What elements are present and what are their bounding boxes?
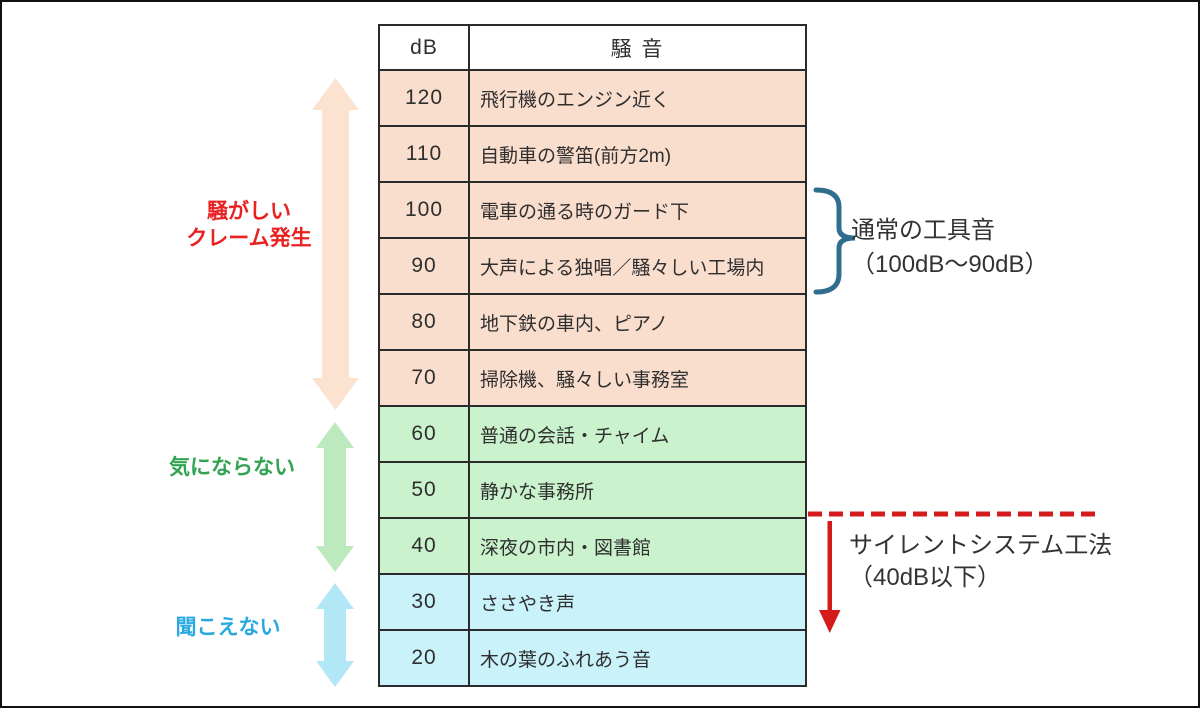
table-row-100: 100 電車の通る時のガード下 — [380, 181, 805, 237]
table-header-row: dB 騒 音 — [380, 26, 805, 69]
label-noisy-line1: 騒がしい — [207, 200, 291, 223]
silent-system-annotation: サイレントシステム工法 （40dB以下） — [849, 530, 1112, 594]
row-db: 70 — [380, 351, 470, 405]
brace-icon — [813, 187, 856, 295]
row-db: 90 — [380, 239, 470, 293]
row-label: 掃除機、騒々しい事務室 — [480, 369, 690, 391]
tool-sound-line2: （100dB～90dB） — [851, 251, 1049, 278]
header-noise: 騒 音 — [610, 37, 665, 61]
label-not-bothersome: 気にならない — [169, 456, 295, 479]
row-label: 木の葉のふれあう音 — [480, 649, 652, 671]
row-db: 50 — [380, 463, 470, 517]
row-db: 110 — [380, 127, 470, 181]
threshold-dashed-line — [808, 511, 1102, 517]
row-db: 120 — [380, 71, 470, 125]
silent-system-line1: サイレントシステム工法 — [849, 532, 1113, 559]
moderate-range-arrow-icon — [316, 422, 354, 572]
table-row-30: 30 ささやき声 — [380, 573, 805, 629]
down-arrow-icon — [819, 521, 841, 633]
table-row-80: 80 地下鉄の車内、ピアノ — [380, 293, 805, 349]
table-row-120: 120 飛行機のエンジン近く — [380, 69, 805, 125]
tool-sound-annotation: 通常の工具音 （100dB～90dB） — [851, 214, 1048, 282]
table-row-110: 110 自動車の警笛(前方2m) — [380, 125, 805, 181]
label-noisy-line2: クレーム発生 — [186, 227, 312, 250]
row-db: 100 — [380, 183, 470, 237]
row-label: ささやき声 — [480, 593, 576, 615]
row-db: 20 — [380, 631, 470, 685]
row-label: 大声による独唱／騒々しい工場内 — [480, 257, 765, 279]
row-label: 自動車の警笛(前方2m) — [480, 145, 672, 167]
table-row-50: 50 静かな事務所 — [380, 461, 805, 517]
row-label: 飛行機のエンジン近く — [480, 89, 671, 111]
row-db: 80 — [380, 295, 470, 349]
row-db: 60 — [380, 407, 470, 461]
table-row-70: 70 掃除機、騒々しい事務室 — [380, 349, 805, 405]
table-row-20: 20 木の葉のふれあう音 — [380, 629, 805, 685]
row-db: 30 — [380, 575, 470, 629]
table-row-90: 90 大声による独唱／騒々しい工場内 — [380, 237, 805, 293]
tool-sound-line1: 通常の工具音 — [851, 217, 995, 244]
table-row-60: 60 普通の会話・チャイム — [380, 405, 805, 461]
row-label: 電車の通る時のガード下 — [480, 201, 690, 223]
row-label: 深夜の市内・図書館 — [480, 537, 652, 559]
label-inaudible: 聞こえない — [175, 616, 281, 639]
label-noisy-complaints: 騒がしい クレーム発生 — [159, 198, 339, 252]
table-row-40: 40 深夜の市内・図書館 — [380, 517, 805, 573]
quiet-range-arrow-icon — [316, 583, 354, 687]
row-db: 40 — [380, 519, 470, 573]
noise-table: dB 騒 音 120 飛行機のエンジン近く 110 自動車の警笛(前方2m) 1… — [378, 24, 807, 687]
row-label: 地下鉄の車内、ピアノ — [480, 313, 669, 335]
row-label: 静かな事務所 — [480, 481, 595, 503]
header-db: dB — [380, 26, 470, 69]
row-label: 普通の会話・チャイム — [480, 425, 670, 447]
loud-range-arrow-icon — [312, 78, 359, 410]
silent-system-line2: （40dB以下） — [849, 564, 1002, 591]
